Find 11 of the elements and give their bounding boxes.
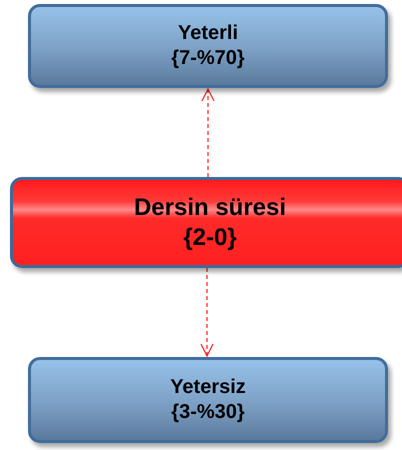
box-title: Dersin süresi bbox=[134, 192, 286, 222]
process-box bbox=[28, 4, 388, 88]
box-value: {3-%30} bbox=[171, 400, 245, 425]
process-box bbox=[10, 177, 402, 268]
box-value: {2-0} bbox=[183, 222, 237, 252]
box-value: {7-%70} bbox=[171, 46, 245, 71]
dashed-arrow bbox=[200, 268, 214, 357]
process-box bbox=[28, 357, 388, 443]
dashed-arrow bbox=[201, 88, 215, 177]
box-title: Yeterli bbox=[178, 21, 238, 46]
box-title: Yetersiz bbox=[170, 375, 246, 400]
